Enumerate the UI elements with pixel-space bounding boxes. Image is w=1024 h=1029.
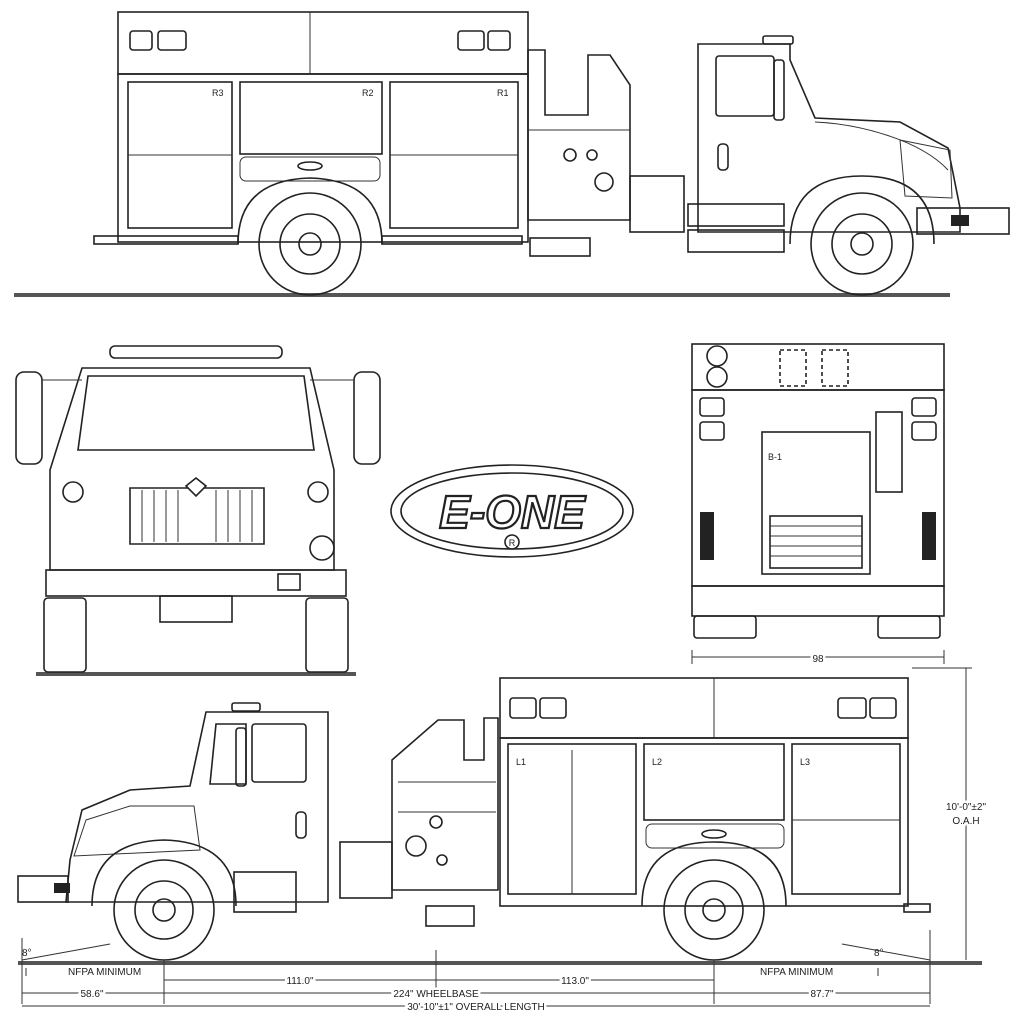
right-side-view: R3 R2 R1 bbox=[14, 11, 1010, 297]
beacon-icon bbox=[231, 702, 261, 712]
headlight-left-icon bbox=[62, 481, 84, 503]
rear-light-icon bbox=[699, 397, 725, 417]
cab-right bbox=[697, 43, 961, 233]
mirror-icon bbox=[773, 59, 785, 121]
body-lower-left bbox=[499, 737, 909, 907]
tail-light-icon bbox=[700, 512, 714, 560]
pump-panel bbox=[527, 49, 631, 221]
dimension-front-overhang: 58.6" bbox=[80, 989, 103, 1000]
warning-light-icon bbox=[129, 30, 153, 51]
front-bumper bbox=[916, 207, 1010, 235]
left-mirror-icon bbox=[15, 371, 43, 465]
warning-light-icon bbox=[539, 697, 567, 719]
dimension-pump-to-axle: 113.0" bbox=[561, 976, 589, 987]
compartment-label-r2: R2 bbox=[362, 88, 374, 98]
battery-box bbox=[233, 871, 297, 913]
rear-bumper bbox=[691, 585, 945, 617]
marker-light-icon bbox=[54, 883, 70, 893]
upper-body-panel bbox=[117, 11, 529, 75]
warning-light-icon bbox=[509, 697, 537, 719]
cab-window-front bbox=[209, 723, 247, 785]
warning-light-icon bbox=[157, 30, 187, 51]
compartment-label-r3: R3 bbox=[212, 88, 224, 98]
warning-light-icon bbox=[837, 697, 867, 719]
cab-left bbox=[65, 711, 329, 903]
rear-step-grating bbox=[769, 515, 863, 569]
emblem-icon bbox=[701, 829, 727, 839]
dimensions: 10'-0"±2" O.A.H 8° NFPA MINIMUM 8° NFPA … bbox=[21, 667, 989, 1016]
dimension-height: 10'-0"±2" bbox=[946, 802, 987, 813]
mirror-icon bbox=[235, 727, 247, 787]
intake-outlet-icon bbox=[405, 835, 427, 857]
rear-nfpa-minimum: NFPA MINIMUM bbox=[760, 967, 833, 978]
siren-speaker-icon bbox=[309, 535, 335, 561]
logo-text: E-ONE bbox=[439, 486, 586, 538]
upper-body-panel-left bbox=[499, 677, 909, 739]
e-one-logo: E-ONE R bbox=[390, 464, 634, 558]
front-wheel-icon bbox=[113, 859, 215, 961]
dimension-wheelbase: 224" WHEELBASE bbox=[393, 989, 479, 1000]
right-mirror-icon bbox=[353, 371, 381, 465]
tread-plate bbox=[425, 905, 475, 927]
compartment-r2 bbox=[239, 81, 383, 155]
compartment-label-r1: R1 bbox=[497, 88, 509, 98]
compartment-l2 bbox=[643, 743, 785, 821]
dimension-rear-overhang: 87.7" bbox=[810, 989, 833, 1000]
headlight-right-icon bbox=[307, 481, 329, 503]
rear-view: B-1 98 bbox=[691, 343, 945, 668]
dimension-height-label: O.A.H bbox=[952, 816, 979, 827]
brand-diamond-icon bbox=[184, 476, 208, 498]
front-bumper-view bbox=[45, 569, 347, 597]
warning-light-icon bbox=[487, 30, 511, 51]
rear-wheel-icon bbox=[258, 192, 362, 296]
cab-window bbox=[251, 723, 307, 783]
warning-light-icon bbox=[869, 697, 897, 719]
cab-window bbox=[715, 55, 775, 117]
approach-angle: 8° bbox=[22, 948, 32, 959]
departure-angle: 8° bbox=[874, 948, 884, 959]
logo-registered-mark: R bbox=[509, 538, 516, 548]
tread-plate bbox=[529, 237, 591, 257]
tail-light-icon bbox=[922, 512, 936, 560]
dimension-front-to-pump: 111.0" bbox=[286, 976, 314, 987]
windshield bbox=[77, 375, 315, 451]
rear-tire-right bbox=[877, 615, 941, 639]
grille bbox=[129, 487, 265, 545]
compartment-label-l3: L3 bbox=[800, 757, 810, 767]
dimension-overall-length: 30'-10"±1" OVERALL LENGTH bbox=[407, 1002, 545, 1013]
compartment-label-l2: L2 bbox=[652, 757, 662, 767]
rear-body bbox=[691, 389, 945, 587]
tread-plate-front bbox=[159, 595, 233, 623]
discharge-outlet-icon bbox=[594, 172, 614, 192]
left-side-view: L1 L2 L3 bbox=[17, 677, 982, 965]
tire-right bbox=[305, 597, 349, 673]
ground-line-top bbox=[14, 293, 950, 297]
ground-line-bottom bbox=[18, 961, 982, 965]
tire-left bbox=[43, 597, 87, 673]
rear-tire-left bbox=[693, 615, 757, 639]
rear-upper-body bbox=[691, 343, 945, 391]
rear-light-icon bbox=[911, 397, 937, 417]
front-light-bar bbox=[109, 345, 283, 359]
pump-panel-left bbox=[391, 717, 499, 891]
ground-line-front bbox=[36, 672, 356, 676]
side-step bbox=[687, 203, 785, 227]
emblem-icon bbox=[297, 161, 323, 171]
front-nfpa-minimum: NFPA MINIMUM bbox=[68, 967, 141, 978]
beacon-icon bbox=[762, 35, 794, 45]
front-wheel-icon bbox=[810, 192, 914, 296]
front-view bbox=[15, 345, 381, 676]
compartment-b1 bbox=[761, 431, 871, 575]
compartment-label-b1: B-1 bbox=[768, 452, 782, 462]
dimension-rear-width: 98 bbox=[812, 654, 824, 665]
cab-front bbox=[49, 367, 335, 571]
compartment-l3 bbox=[791, 743, 901, 895]
rear-wheel-icon bbox=[663, 859, 765, 961]
intake-icon bbox=[277, 573, 301, 591]
compartment-label-l1: L1 bbox=[516, 757, 526, 767]
warning-light-icon bbox=[457, 30, 485, 51]
marker-light-icon bbox=[951, 215, 969, 226]
